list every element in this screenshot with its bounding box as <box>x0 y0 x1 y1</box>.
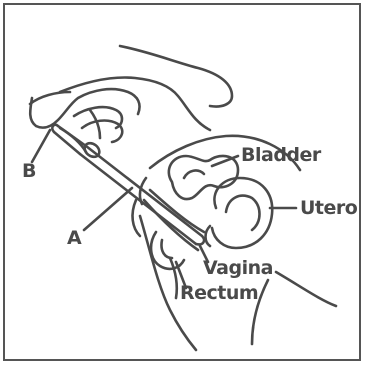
leader-b <box>32 130 50 162</box>
applicator-tip <box>196 236 204 244</box>
upper-body-contour <box>60 78 210 130</box>
label-rectum: Rectum <box>180 284 258 303</box>
finger-2 <box>82 121 122 142</box>
label-plunger-b: B <box>22 162 36 181</box>
hand-back <box>30 92 70 104</box>
bladder-inner <box>184 171 204 178</box>
label-applicator-a: A <box>67 229 81 248</box>
applicator-barrel-top <box>86 146 202 236</box>
leader-a <box>84 188 132 230</box>
rectum-inner <box>161 240 172 258</box>
uterus-inner <box>226 196 260 230</box>
plunger-rod-bottom <box>54 132 80 154</box>
rectum-shape <box>151 232 184 269</box>
perineum-curve <box>133 200 140 236</box>
buttock-curve <box>276 272 336 306</box>
label-bladder: Bladder <box>241 146 321 165</box>
plunger-end <box>52 125 58 132</box>
cervix <box>206 226 211 246</box>
bladder-shape <box>169 156 238 199</box>
label-vagina: Vagina <box>203 259 273 278</box>
applicator-barrel-bottom <box>80 154 196 244</box>
label-utero: Utero <box>300 199 357 218</box>
